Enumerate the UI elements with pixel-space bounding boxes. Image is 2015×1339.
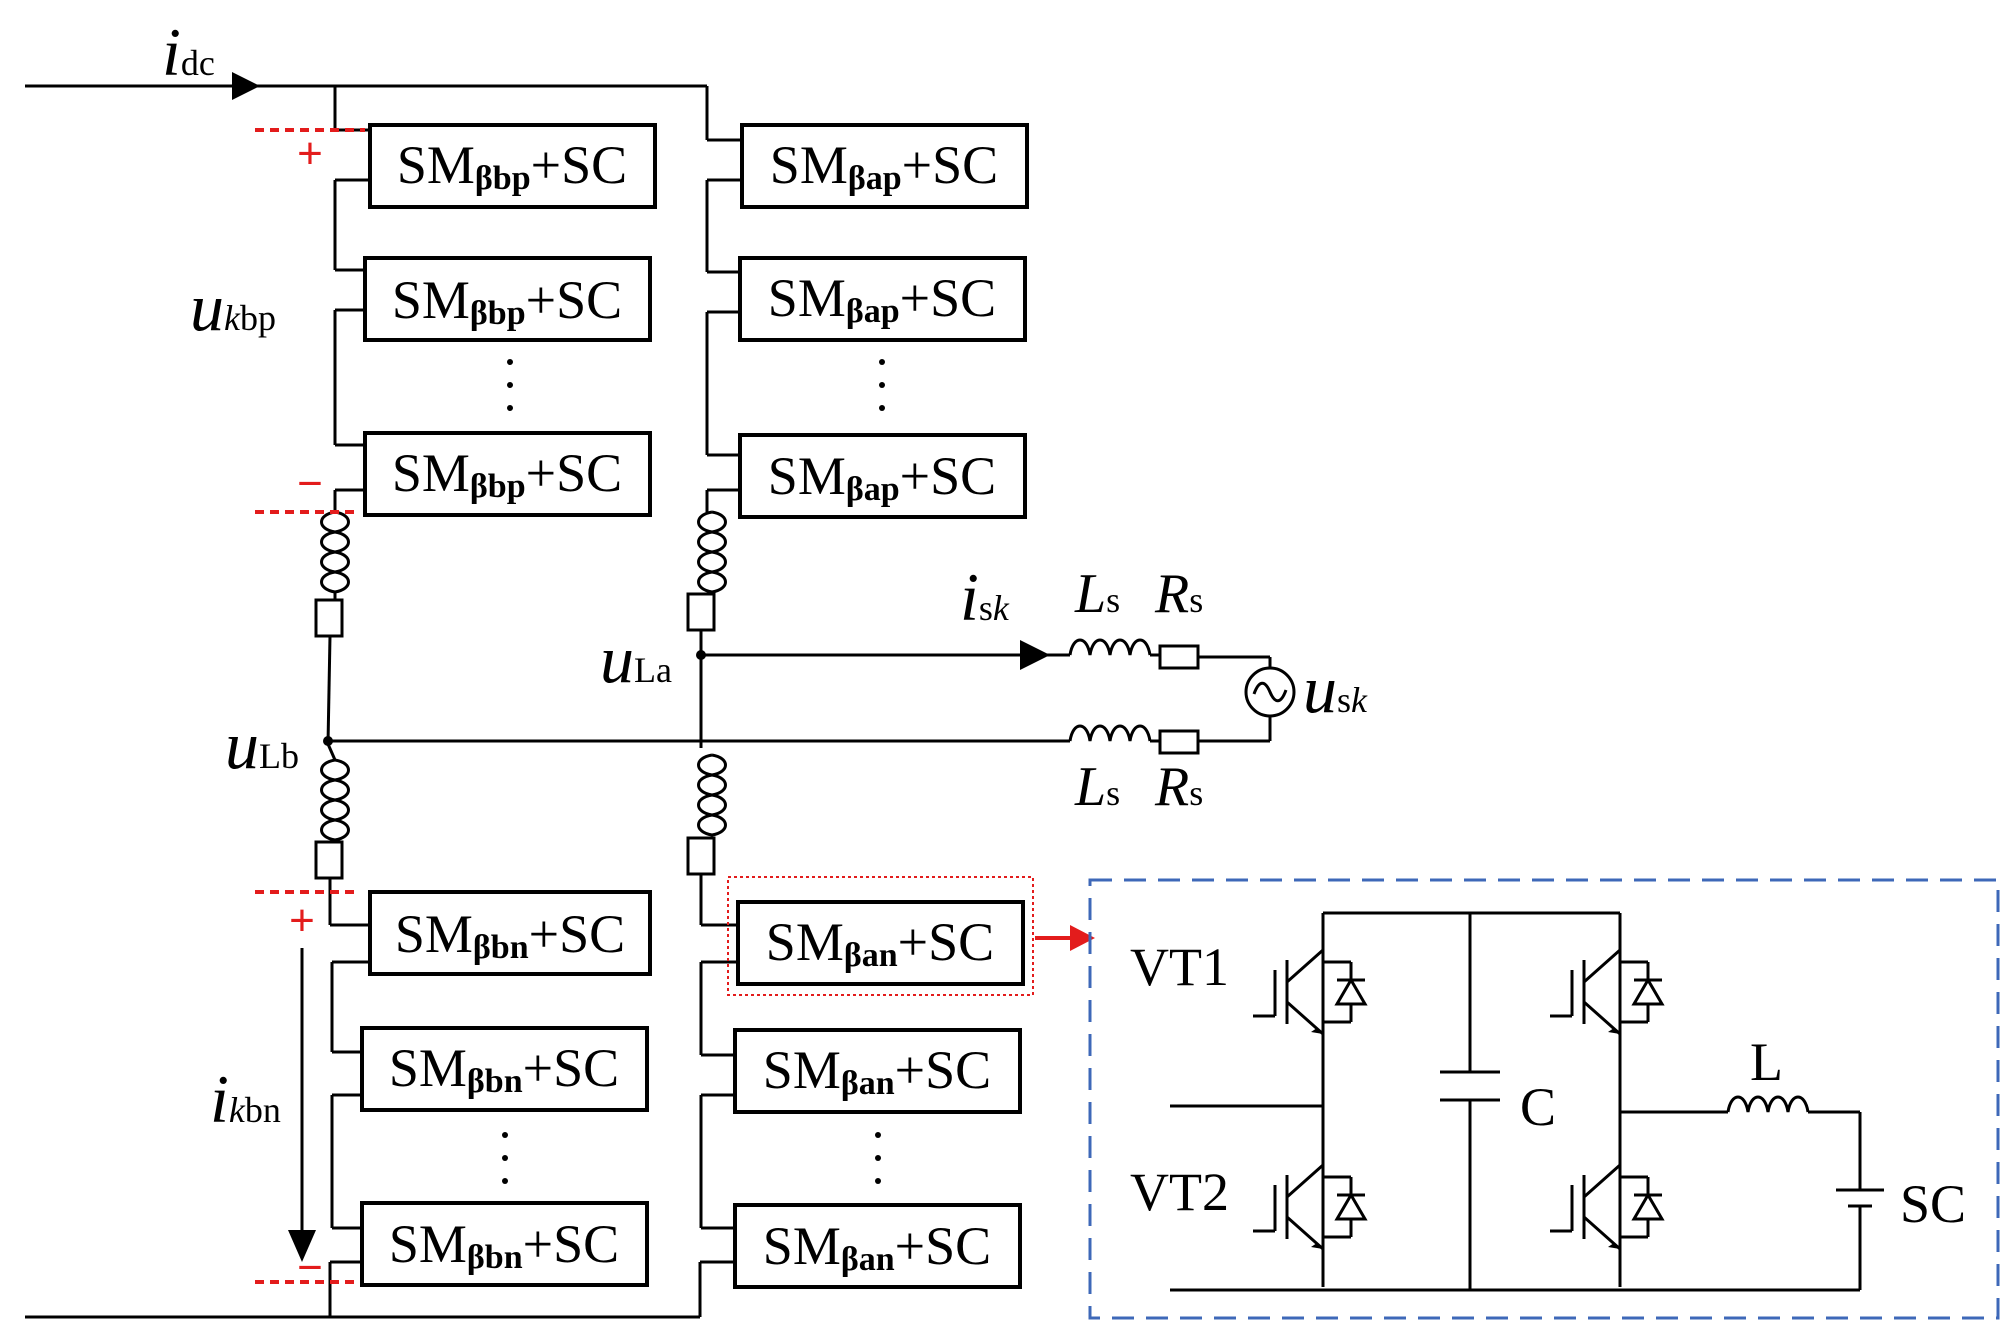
ula-label: uLa — [600, 621, 672, 697]
rs-top-label: Rs — [1154, 563, 1203, 625]
module-an-2: SMβan+SC — [733, 1028, 1022, 1114]
ikbn-arrowhead — [288, 1230, 316, 1262]
ukbp-label: ukbp — [190, 269, 276, 345]
module-ap-1: SMβap+SC — [740, 123, 1029, 209]
svg-text:SMβbp+SC: SMβbp+SC — [392, 443, 622, 505]
zoom-arrowhead — [1070, 925, 1095, 951]
module-bn-2: SMβbn+SC — [360, 1026, 649, 1112]
ls-top-label: Ls — [1074, 563, 1120, 625]
module-bp-1: SMβbp+SC — [368, 123, 657, 209]
module-an-1: SMβan+SC — [736, 900, 1025, 986]
minus-sign-top: − — [297, 459, 323, 508]
ls-bottom-label: Ls — [1074, 756, 1120, 818]
plus-sign-top: + — [297, 129, 323, 178]
svg-text:SMβbp+SC: SMβbp+SC — [397, 135, 627, 197]
module-bp-n: SMβbp+SC — [363, 431, 652, 517]
supercapacitor-label: SC — [1900, 1174, 1966, 1234]
isk-arrow — [1020, 640, 1050, 670]
rs-resistor-top — [1158, 644, 1200, 670]
svg-text:SMβap+SC: SMβap+SC — [770, 135, 998, 197]
inductor-label: L — [1750, 1032, 1783, 1092]
ikbn-label: ikbn — [210, 1061, 281, 1137]
ellipsis-dots — [502, 359, 885, 1184]
submodule-detail-frame — [1088, 878, 2000, 1320]
svg-text:SMβan+SC: SMβan+SC — [766, 912, 994, 974]
ulb-label: uLb — [225, 707, 299, 783]
idc-arrow — [232, 72, 260, 100]
capacitor-label: C — [1520, 1077, 1556, 1137]
svg-text:SMβan+SC: SMβan+SC — [763, 1216, 991, 1278]
vt1-igbt-icon — [1251, 948, 1367, 1036]
module-an-n: SMβan+SC — [733, 1203, 1022, 1289]
vt1-label: VT1 — [1130, 937, 1229, 997]
module-ap-n: SMβap+SC — [738, 433, 1027, 519]
svg-text:SMβbn+SC: SMβbn+SC — [389, 1214, 619, 1276]
vt2-label: VT2 — [1130, 1162, 1229, 1222]
vt2-igbt-icon — [1251, 1163, 1367, 1251]
module-bn-n: SMβbn+SC — [360, 1201, 649, 1287]
svg-text:SMβbp+SC: SMβbp+SC — [392, 270, 622, 332]
plus-sign-bottom: + — [289, 896, 315, 945]
usk-label: usk — [1303, 651, 1368, 727]
svg-text:SMβap+SC: SMβap+SC — [768, 446, 996, 508]
svg-text:SMβbn+SC: SMβbn+SC — [395, 904, 625, 966]
rs-resistor-bottom — [1158, 729, 1200, 755]
idc-label: idc — [162, 14, 215, 90]
vt3-igbt-icon — [1548, 948, 1664, 1036]
selected-module-highlight — [727, 876, 1034, 996]
module-bp-2: SMβbp+SC — [363, 256, 652, 342]
module-ap-2: SMβap+SC — [738, 256, 1027, 342]
svg-text:SMβan+SC: SMβan+SC — [763, 1040, 991, 1102]
svg-text:SMβap+SC: SMβap+SC — [768, 268, 996, 330]
module-bn-1: SMβbn+SC — [368, 890, 652, 976]
rs-bottom-label: Rs — [1154, 756, 1203, 818]
svg-text:SMβbn+SC: SMβbn+SC — [389, 1038, 619, 1100]
vt4-igbt-icon — [1548, 1163, 1664, 1251]
isk-label: isk — [960, 559, 1010, 635]
